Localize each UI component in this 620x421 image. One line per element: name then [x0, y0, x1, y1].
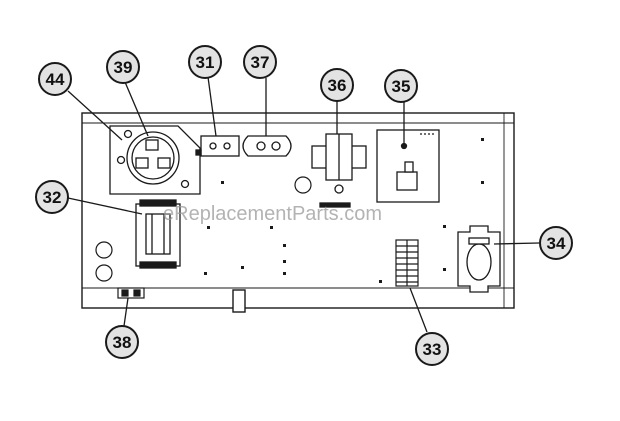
contactor-armature: [468, 237, 490, 245]
callout-number: 38: [113, 333, 132, 352]
transformer-base-bar: [319, 202, 351, 208]
fuse-terminal-2: [271, 141, 281, 151]
bracket-screw-1: [123, 129, 133, 139]
relay-coil: [145, 213, 171, 255]
callout-number: 35: [392, 77, 411, 96]
mounting-dot: [207, 226, 210, 229]
receptacle-assembly: [109, 125, 201, 195]
receptacle-slot-right: [157, 157, 171, 169]
relay-32: [135, 199, 181, 269]
mounting-dot: [481, 181, 484, 184]
ground-lug-body: [117, 287, 145, 299]
board-chip: [396, 171, 418, 191]
mounting-dot: [443, 225, 446, 228]
connector-body: [200, 135, 240, 157]
callout-circle: [38, 62, 72, 96]
bracket-screw-3: [180, 179, 190, 189]
transformer-36: [311, 133, 367, 208]
receptacle-slot-left: [135, 157, 149, 169]
callout-39: 39: [106, 50, 140, 84]
callout-circle: [415, 332, 449, 366]
mounting-dot: [283, 260, 286, 263]
callout-number: 33: [423, 340, 442, 359]
ground-lug-38: [117, 287, 145, 299]
leader-44: [67, 90, 123, 141]
callout-34: 34: [539, 226, 573, 260]
leader-lines: [67, 76, 540, 333]
callout-number: 36: [328, 76, 347, 95]
contactor-coil: [466, 243, 492, 281]
callout-circle: [35, 180, 69, 214]
watermark: eReplacementParts.com: [163, 203, 382, 225]
mounting-dot: [379, 280, 382, 283]
callout-31: 31: [188, 45, 222, 79]
control-board-35: [376, 129, 440, 203]
callout-number: 31: [196, 53, 215, 72]
board-mount-hole: [400, 142, 408, 150]
terminal-strip-33: [395, 239, 419, 287]
callout-44: 44: [38, 62, 72, 96]
connector-pin-1: [209, 142, 217, 150]
fuse-holder-body: [242, 135, 292, 157]
leader-32: [67, 197, 143, 215]
callout-circle: [243, 45, 277, 79]
callout-36: 36: [320, 68, 354, 102]
callout-number: 39: [114, 58, 133, 77]
callout-number: 37: [251, 53, 270, 72]
callout-circle: [320, 68, 354, 102]
fuse-terminal-1: [256, 141, 266, 151]
callout-32: 32: [35, 180, 69, 214]
receptacle-slot-top: [145, 139, 159, 151]
leader-31: [207, 76, 217, 137]
mounting-dot: [221, 181, 224, 184]
contactor-34: [457, 225, 501, 293]
ground-lug-screw-2: [133, 289, 141, 297]
leader-33: [409, 287, 428, 333]
connector-tab: [195, 149, 202, 156]
relay-terminal-bottom: [139, 261, 177, 269]
mounting-dot: [270, 226, 273, 229]
mounting-dot: [481, 138, 484, 141]
callout-circle: [105, 325, 139, 359]
leader-38: [123, 297, 129, 327]
callout-circle: [539, 226, 573, 260]
connector-pin-2: [223, 142, 231, 150]
relay-terminal-top: [139, 199, 177, 207]
fuse-holder-37: [242, 135, 292, 157]
callout-35: 35: [384, 69, 418, 103]
mounting-dots: [204, 138, 484, 283]
callout-number: 32: [43, 188, 62, 207]
callout-circle: [384, 69, 418, 103]
knockout-hole-3: [294, 176, 312, 194]
connector-31: [195, 135, 240, 157]
mounting-dot: [283, 272, 286, 275]
mounting-dot: [241, 266, 244, 269]
mounting-dot: [443, 268, 446, 271]
callout-circle: [188, 45, 222, 79]
callout-38: 38: [105, 325, 139, 359]
bracket-screw-2: [116, 155, 126, 165]
callout-number: 44: [46, 70, 65, 89]
transformer-lead: [334, 184, 344, 194]
panel-bottom-tab: [232, 289, 246, 313]
mounting-dot: [283, 244, 286, 247]
leader-39: [124, 81, 149, 137]
knockout-hole-2: [95, 264, 113, 282]
knockout-hole-1: [95, 241, 113, 259]
board-relay: [404, 161, 414, 173]
callout-33: 33: [415, 332, 449, 366]
leader-34: [493, 242, 540, 245]
callout-37: 37: [243, 45, 277, 79]
callout-circle: [106, 50, 140, 84]
mounting-dot: [204, 272, 207, 275]
ground-lug-screw-1: [121, 289, 129, 297]
callout-number: 34: [547, 234, 566, 253]
